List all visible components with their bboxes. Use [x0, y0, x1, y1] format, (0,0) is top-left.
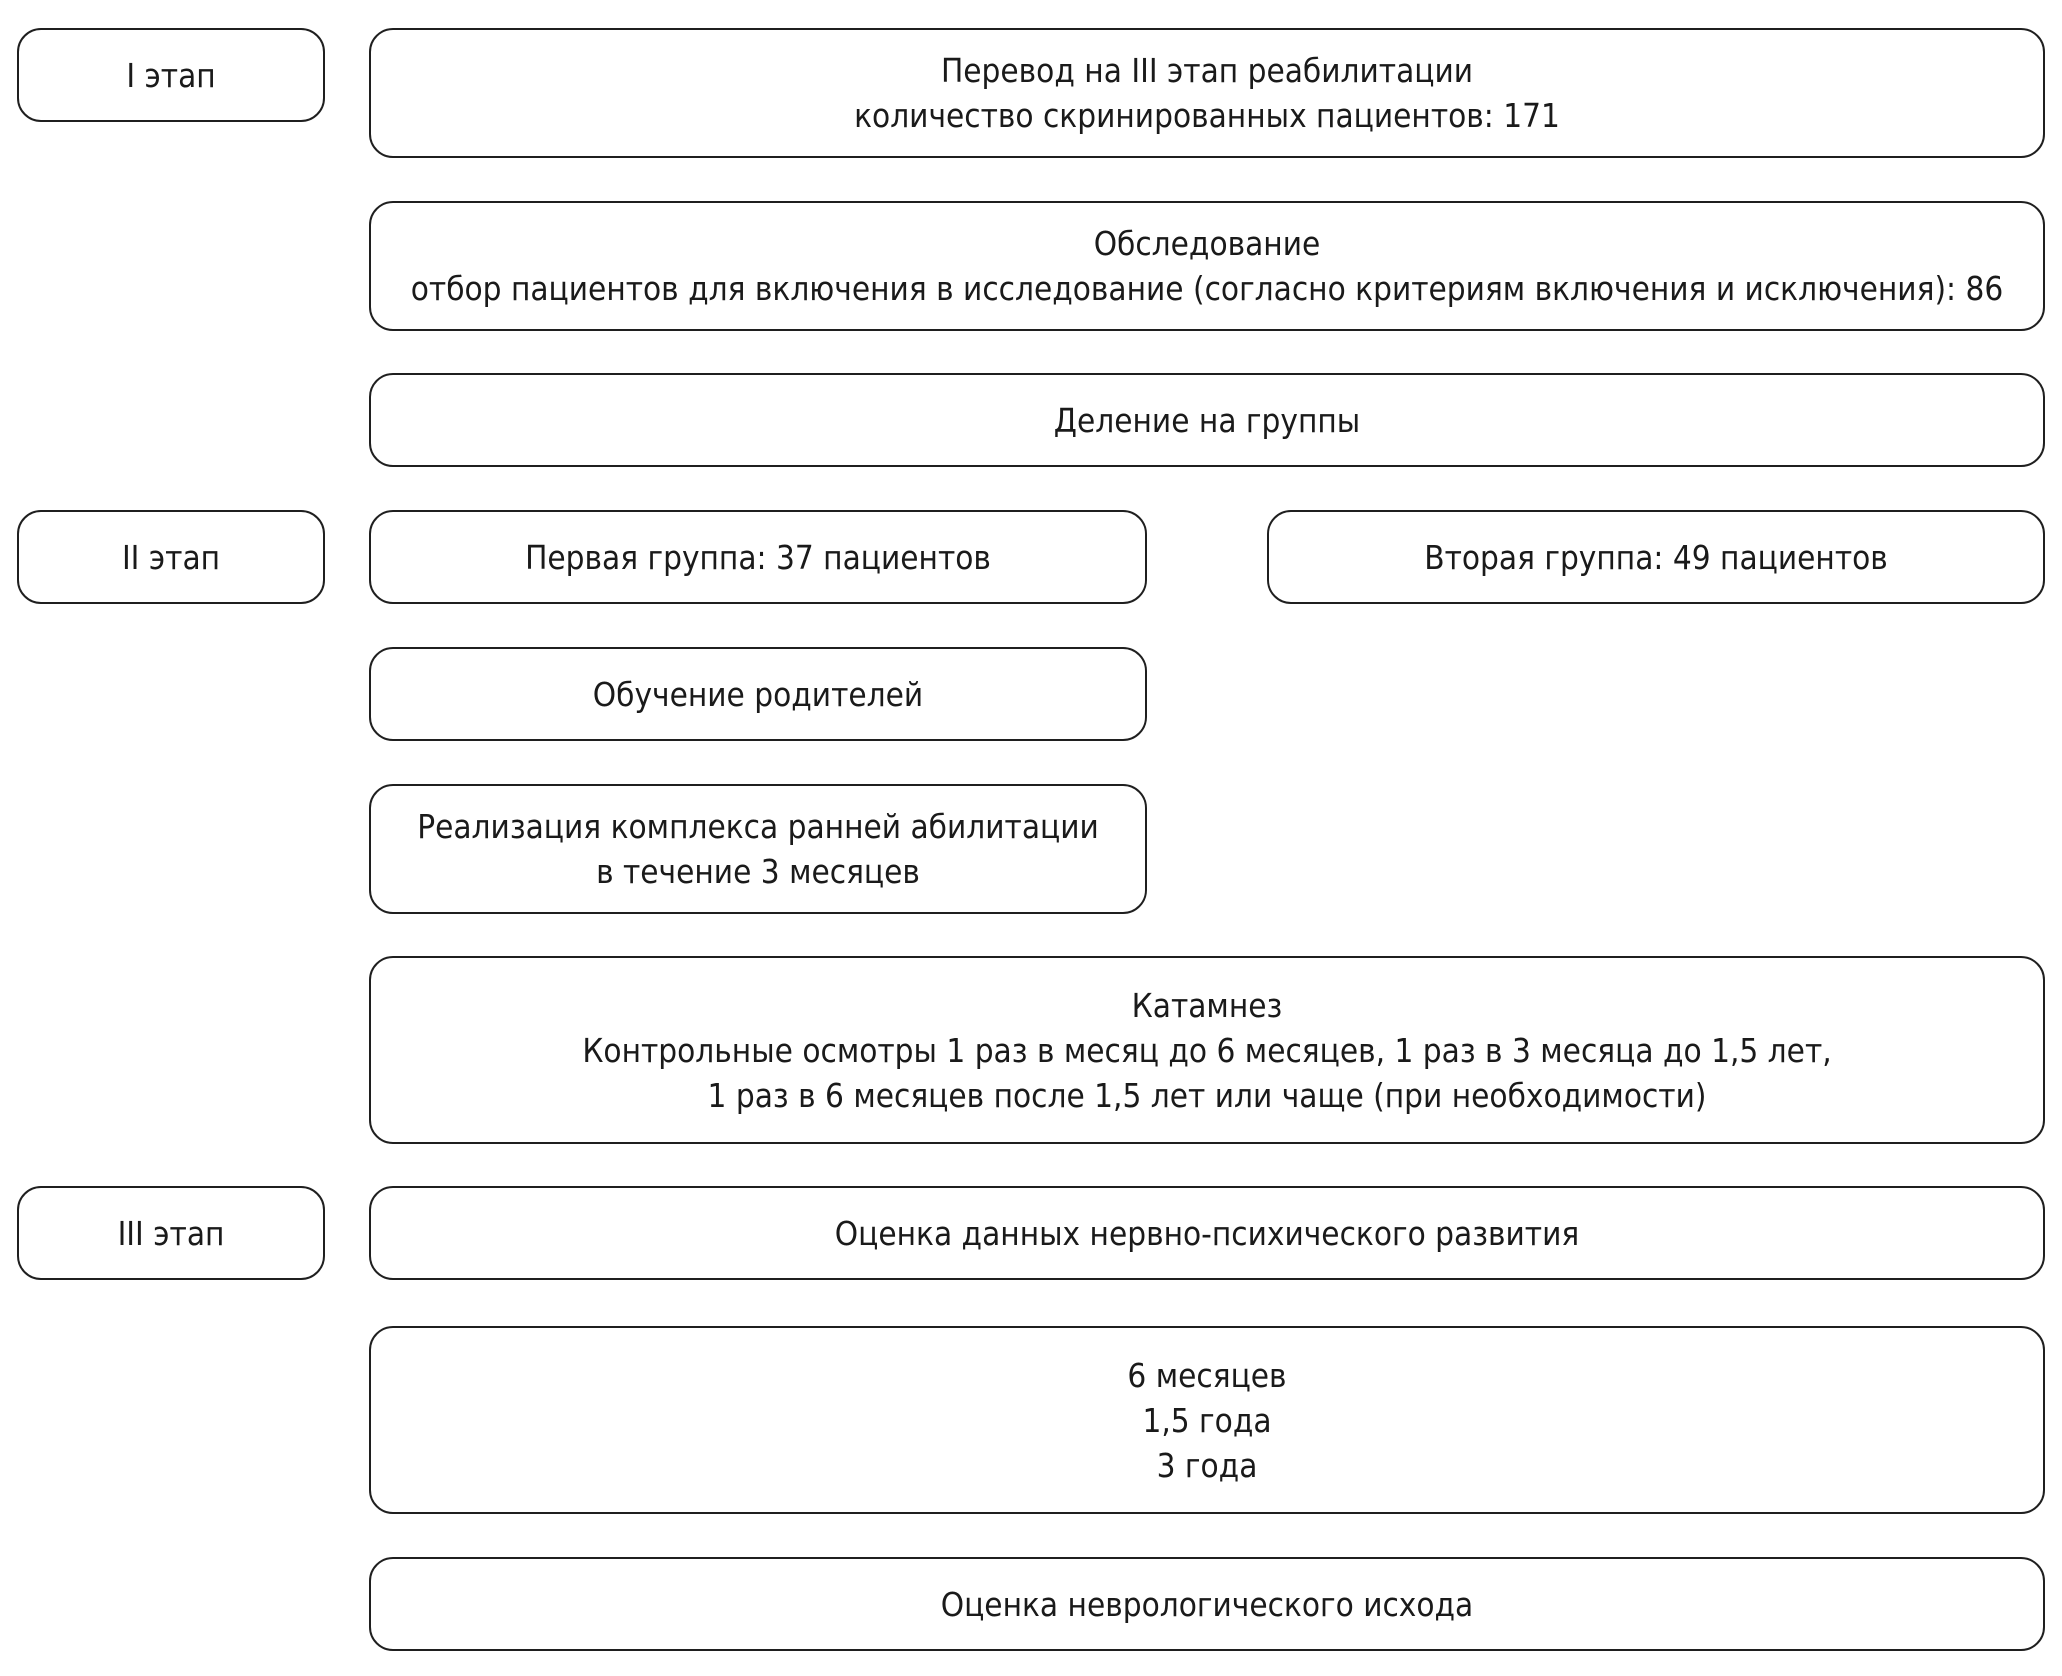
timepoints-box: 6 месяцев 1,5 года 3 года: [369, 1326, 2045, 1514]
examination-detail: отбор пациентов для включения в исследов…: [410, 269, 2004, 308]
parent-training-box: Обучение родителей: [369, 647, 1147, 741]
stage-1-label: I этап: [17, 28, 325, 122]
group-1-box: Первая группа: 37 пациентов: [369, 510, 1147, 604]
transfer-title: Перевод на III этап реабилитации: [940, 51, 1474, 90]
habilitation-line-1: Реализация комплекса ранней абилитации: [417, 807, 1099, 846]
transfer-box: Перевод на III этап реабилитации количес…: [369, 28, 2045, 158]
transfer-detail: количество скринированных пациентов: 171: [854, 96, 1560, 135]
division-title: Деление на группы: [1053, 400, 1361, 440]
catamnesis-line-1: Контрольные осмотры 1 раз в месяц до 6 м…: [582, 1030, 1832, 1070]
timepoint-item: 3 года: [1156, 1445, 1258, 1485]
examination-box: Обследование отбор пациентов для включен…: [369, 201, 2045, 331]
outcome-title: Оценка неврологического исхода: [940, 1584, 1474, 1624]
assessment-title: Оценка данных нервно-психического развит…: [834, 1213, 1580, 1253]
stage-3-text: III этап: [117, 1213, 225, 1253]
group-1-title: Первая группа: 37 пациентов: [525, 537, 991, 577]
catamnesis-box: Катамнез Контрольные осмотры 1 раз в мес…: [369, 956, 2045, 1144]
parent-training-title: Обучение родителей: [592, 674, 924, 714]
division-box: Деление на группы: [369, 373, 2045, 467]
group-2-title: Вторая группа: 49 пациентов: [1424, 537, 1888, 577]
assessment-box: Оценка данных нервно-психического развит…: [369, 1186, 2045, 1280]
examination-title: Обследование: [1093, 224, 1321, 263]
outcome-box: Оценка неврологического исхода: [369, 1557, 2045, 1651]
stage-2-label: II этап: [17, 510, 325, 604]
habilitation-box: Реализация комплекса ранней абилитации в…: [369, 784, 1147, 914]
catamnesis-title: Катамнез: [1131, 985, 1283, 1025]
group-2-box: Вторая группа: 49 пациентов: [1267, 510, 2045, 604]
stage-2-text: II этап: [121, 537, 221, 577]
timepoint-item: 6 месяцев: [1127, 1355, 1287, 1395]
habilitation-line-2: в течение 3 месяцев: [596, 852, 920, 891]
catamnesis-line-2: 1 раз в 6 месяцев после 1,5 лет или чаще…: [707, 1075, 1707, 1115]
timepoint-item: 1,5 года: [1142, 1400, 1272, 1440]
stage-1-text: I этап: [126, 55, 216, 95]
stage-3-label: III этап: [17, 1186, 325, 1280]
